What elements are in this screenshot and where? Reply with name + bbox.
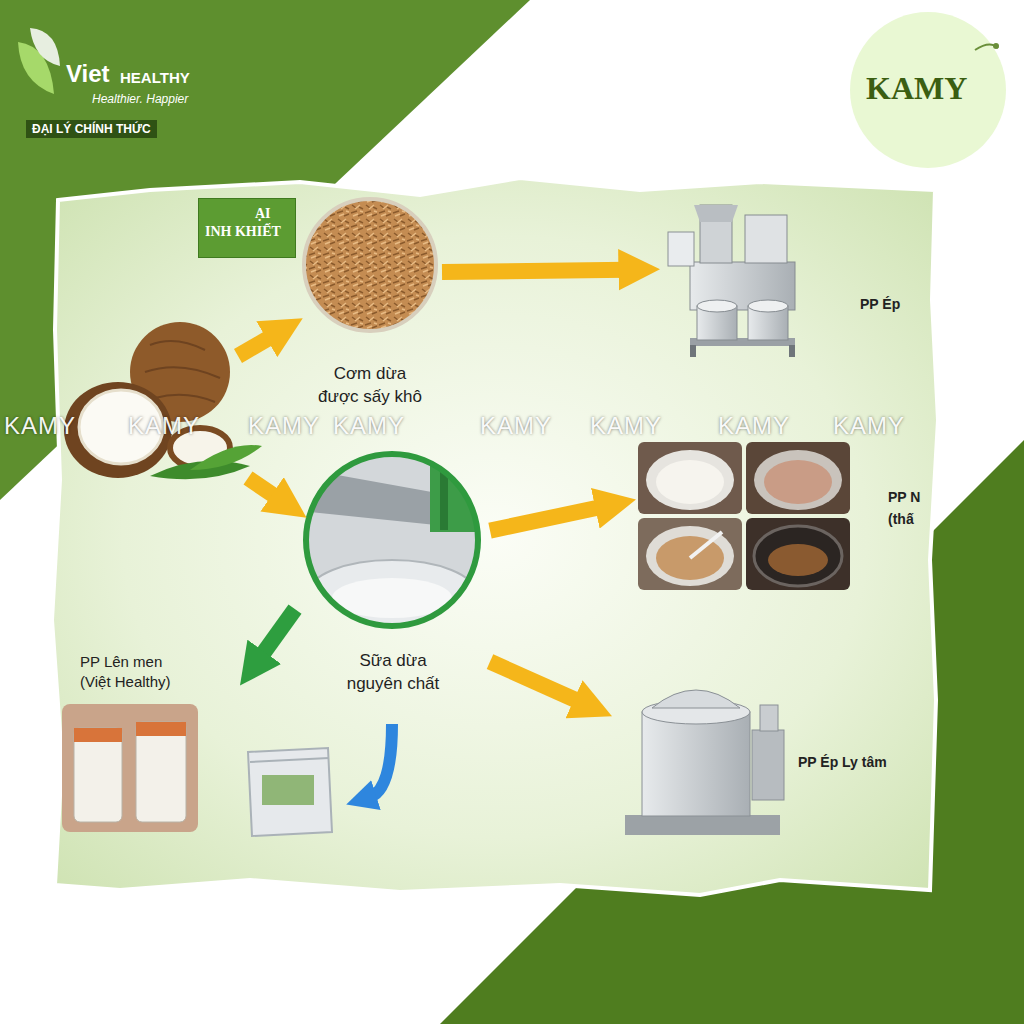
cooking-photos bbox=[638, 442, 742, 514]
coconut-milk-picture bbox=[306, 454, 478, 626]
node-text: PP Lên men (Việt Healthy) bbox=[80, 652, 180, 691]
fermentation-jars bbox=[62, 704, 198, 832]
oil-press-machine bbox=[690, 345, 696, 357]
coconut-picture bbox=[145, 341, 220, 402]
oil-press-machine bbox=[748, 300, 788, 312]
centrifuge-machine bbox=[752, 730, 784, 800]
oil-press-machine bbox=[668, 205, 795, 357]
cooking-photos bbox=[764, 460, 832, 504]
coconut-milk-picture bbox=[430, 462, 480, 532]
process-arrows bbox=[238, 335, 274, 356]
fermentation-jars bbox=[136, 722, 186, 822]
process-arrows bbox=[370, 724, 392, 797]
brand-slogan: Healthier. Happier bbox=[92, 92, 188, 106]
node-text: PP Ép bbox=[860, 293, 931, 315]
cooking-photos bbox=[638, 518, 742, 590]
coconut-milk-picture bbox=[306, 454, 478, 626]
oil-press-machine bbox=[668, 232, 694, 266]
product-packet bbox=[250, 758, 329, 762]
centrifuge-machine bbox=[652, 690, 740, 708]
oil-press-machine bbox=[789, 345, 795, 357]
brand-leaf-icon bbox=[18, 28, 60, 94]
brand-leaf-icon bbox=[30, 28, 60, 66]
dealer-badge: ĐẠI LÝ CHÍNH THỨC bbox=[26, 120, 157, 138]
watermark: KAMY bbox=[4, 414, 76, 438]
cooking-photos bbox=[754, 450, 842, 510]
cooking-photos bbox=[746, 442, 850, 514]
coconut-milk-picture bbox=[306, 454, 480, 628]
coconut-milk-picture bbox=[306, 454, 480, 628]
method-photos: PP N (thấ bbox=[636, 424, 936, 592]
centrifuge-machine bbox=[625, 690, 784, 835]
centrifuge-machine bbox=[760, 705, 778, 731]
node-text: PP N (thấ bbox=[888, 486, 934, 531]
ingredient-circle: Cơm dừa được sấy khô bbox=[298, 195, 442, 415]
method-machine: PP Ép Ly tâm bbox=[612, 675, 927, 840]
coconut-milk-picture bbox=[308, 560, 476, 628]
cooking-photos bbox=[768, 544, 828, 576]
ingredient-circle: Sữa dừa nguyên chất bbox=[295, 452, 490, 714]
oil-press-machine bbox=[745, 215, 787, 263]
cooking-photos bbox=[754, 526, 842, 586]
category-box: ẠI INH KHIẾT bbox=[198, 198, 296, 258]
brand-name: HEALTHY bbox=[120, 69, 190, 86]
copra-picture bbox=[304, 199, 436, 331]
method-machine: PP Ép bbox=[660, 195, 935, 360]
coconut-milk-picture bbox=[440, 470, 448, 530]
watermark: KAMY bbox=[718, 414, 790, 438]
method-photo: PP Lên men (Việt Healthy) bbox=[62, 648, 240, 836]
centrifuge-machine bbox=[625, 815, 780, 835]
process-arrows bbox=[248, 478, 279, 499]
watermark: KAMY bbox=[480, 414, 552, 438]
fermentation-jars bbox=[136, 722, 186, 736]
product-packet bbox=[262, 775, 314, 805]
coconut-picture bbox=[190, 445, 262, 470]
flow-arrow bbox=[490, 662, 582, 703]
kamy-logo-circle bbox=[850, 12, 1006, 168]
cooking-photos bbox=[690, 532, 722, 558]
cooking-photos bbox=[656, 460, 724, 504]
watermark: KAMY bbox=[590, 414, 662, 438]
fermentation-jars bbox=[74, 728, 122, 822]
watermark: KAMY bbox=[128, 414, 200, 438]
fermentation-jars bbox=[62, 704, 198, 832]
node-text: Sữa dừa nguyên chất bbox=[339, 650, 447, 696]
cooking-photos bbox=[746, 518, 850, 590]
watermark: KAMY bbox=[333, 414, 405, 438]
kamy-logo-circle bbox=[850, 12, 1006, 168]
flow-arrow bbox=[490, 507, 603, 531]
product-packet bbox=[248, 748, 332, 836]
node-text: PP Ép Ly tâm bbox=[798, 751, 923, 773]
brand-name: Viet bbox=[66, 60, 110, 88]
flow-arrow bbox=[259, 609, 295, 658]
flow-arrow bbox=[442, 270, 627, 272]
product-packet bbox=[248, 748, 332, 836]
node-text: ẠI INH KHIẾT bbox=[205, 205, 289, 240]
copra-picture bbox=[304, 199, 436, 331]
shop-logo: KAMY bbox=[866, 70, 967, 107]
centrifuge-machine bbox=[642, 712, 750, 816]
watermark: KAMY bbox=[833, 414, 905, 438]
node-text: Cơm dừa được sấy khô bbox=[317, 363, 423, 409]
cooking-photos bbox=[638, 442, 850, 590]
cooking-photos bbox=[646, 526, 734, 586]
paper-panel bbox=[52, 178, 938, 895]
fermentation-jars bbox=[74, 728, 122, 742]
cooking-photos bbox=[646, 450, 734, 510]
oil-press-machine bbox=[694, 205, 738, 222]
oil-press-machine bbox=[697, 300, 737, 312]
kamy-logo-circle bbox=[993, 43, 999, 49]
paper-panel bbox=[52, 178, 938, 895]
coconut-picture bbox=[64, 322, 262, 479]
watermark: KAMY bbox=[248, 414, 320, 438]
